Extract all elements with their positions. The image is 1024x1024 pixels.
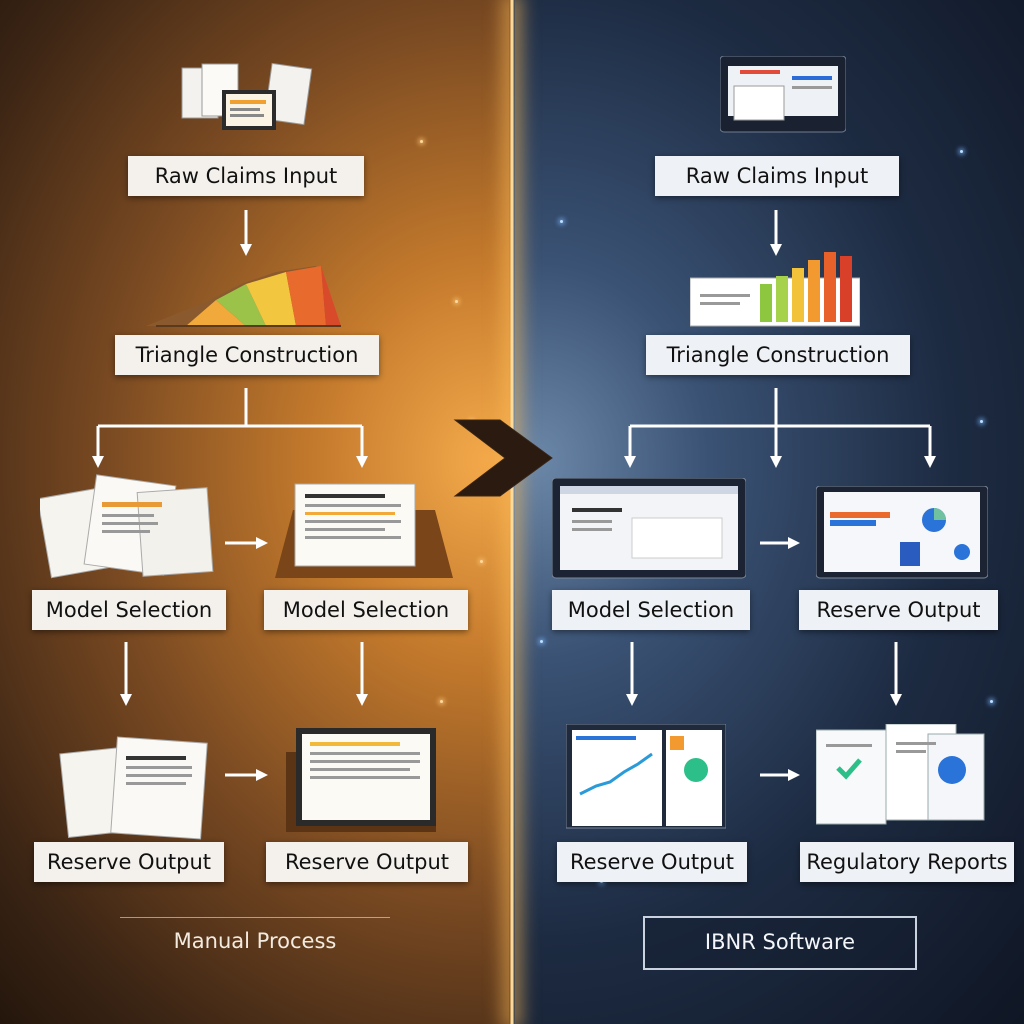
left-triangle-construction-label: Triangle Construction (115, 335, 379, 375)
left-raw-claims-input-label: Raw Claims Input (128, 156, 364, 196)
regulatory-documents-icon (816, 724, 985, 825)
software-monitor-icon (552, 478, 746, 579)
left-model-selection-label-b: Model Selection (264, 590, 468, 630)
manual-process-footer: Manual Process (120, 917, 390, 964)
right-model-selection-label: Model Selection (552, 590, 750, 630)
left-reserve-output-label-a: Reserve Output (34, 842, 224, 882)
binder-report-icon (286, 728, 436, 832)
transition-arrow-icon (453, 419, 553, 497)
ibnr-software-footer: IBNR Software (643, 916, 917, 970)
center-divider (509, 0, 515, 1024)
paper-stack-icon (40, 474, 214, 579)
dashboard-report-icon (566, 724, 726, 829)
sparkle (560, 220, 563, 223)
sparkle (455, 300, 458, 303)
analytics-monitor-icon (816, 486, 988, 579)
sparkle (960, 150, 963, 153)
bar-chart-icon (690, 252, 860, 327)
sparkle (480, 560, 483, 563)
monitor-dashboard-icon (720, 56, 846, 133)
sparkle (980, 420, 983, 423)
colored-triangle-icon (146, 266, 341, 327)
left-model-selection-label-a: Model Selection (32, 590, 226, 630)
sparkle (540, 640, 543, 643)
sparkle (990, 700, 993, 703)
sparkle (440, 700, 443, 703)
right-reserve-output-label-bottom: Reserve Output (557, 842, 747, 882)
right-raw-claims-input-label: Raw Claims Input (655, 156, 899, 196)
right-regulatory-reports-label: Regulatory Reports (800, 842, 1014, 882)
right-reserve-output-label-top: Reserve Output (799, 590, 998, 630)
paper-forms-icon (181, 62, 313, 130)
open-folder-icon (275, 483, 453, 578)
right-triangle-construction-label: Triangle Construction (646, 335, 910, 375)
report-stack-icon (59, 736, 208, 840)
left-reserve-output-label-b: Reserve Output (266, 842, 468, 882)
sparkle (420, 140, 423, 143)
